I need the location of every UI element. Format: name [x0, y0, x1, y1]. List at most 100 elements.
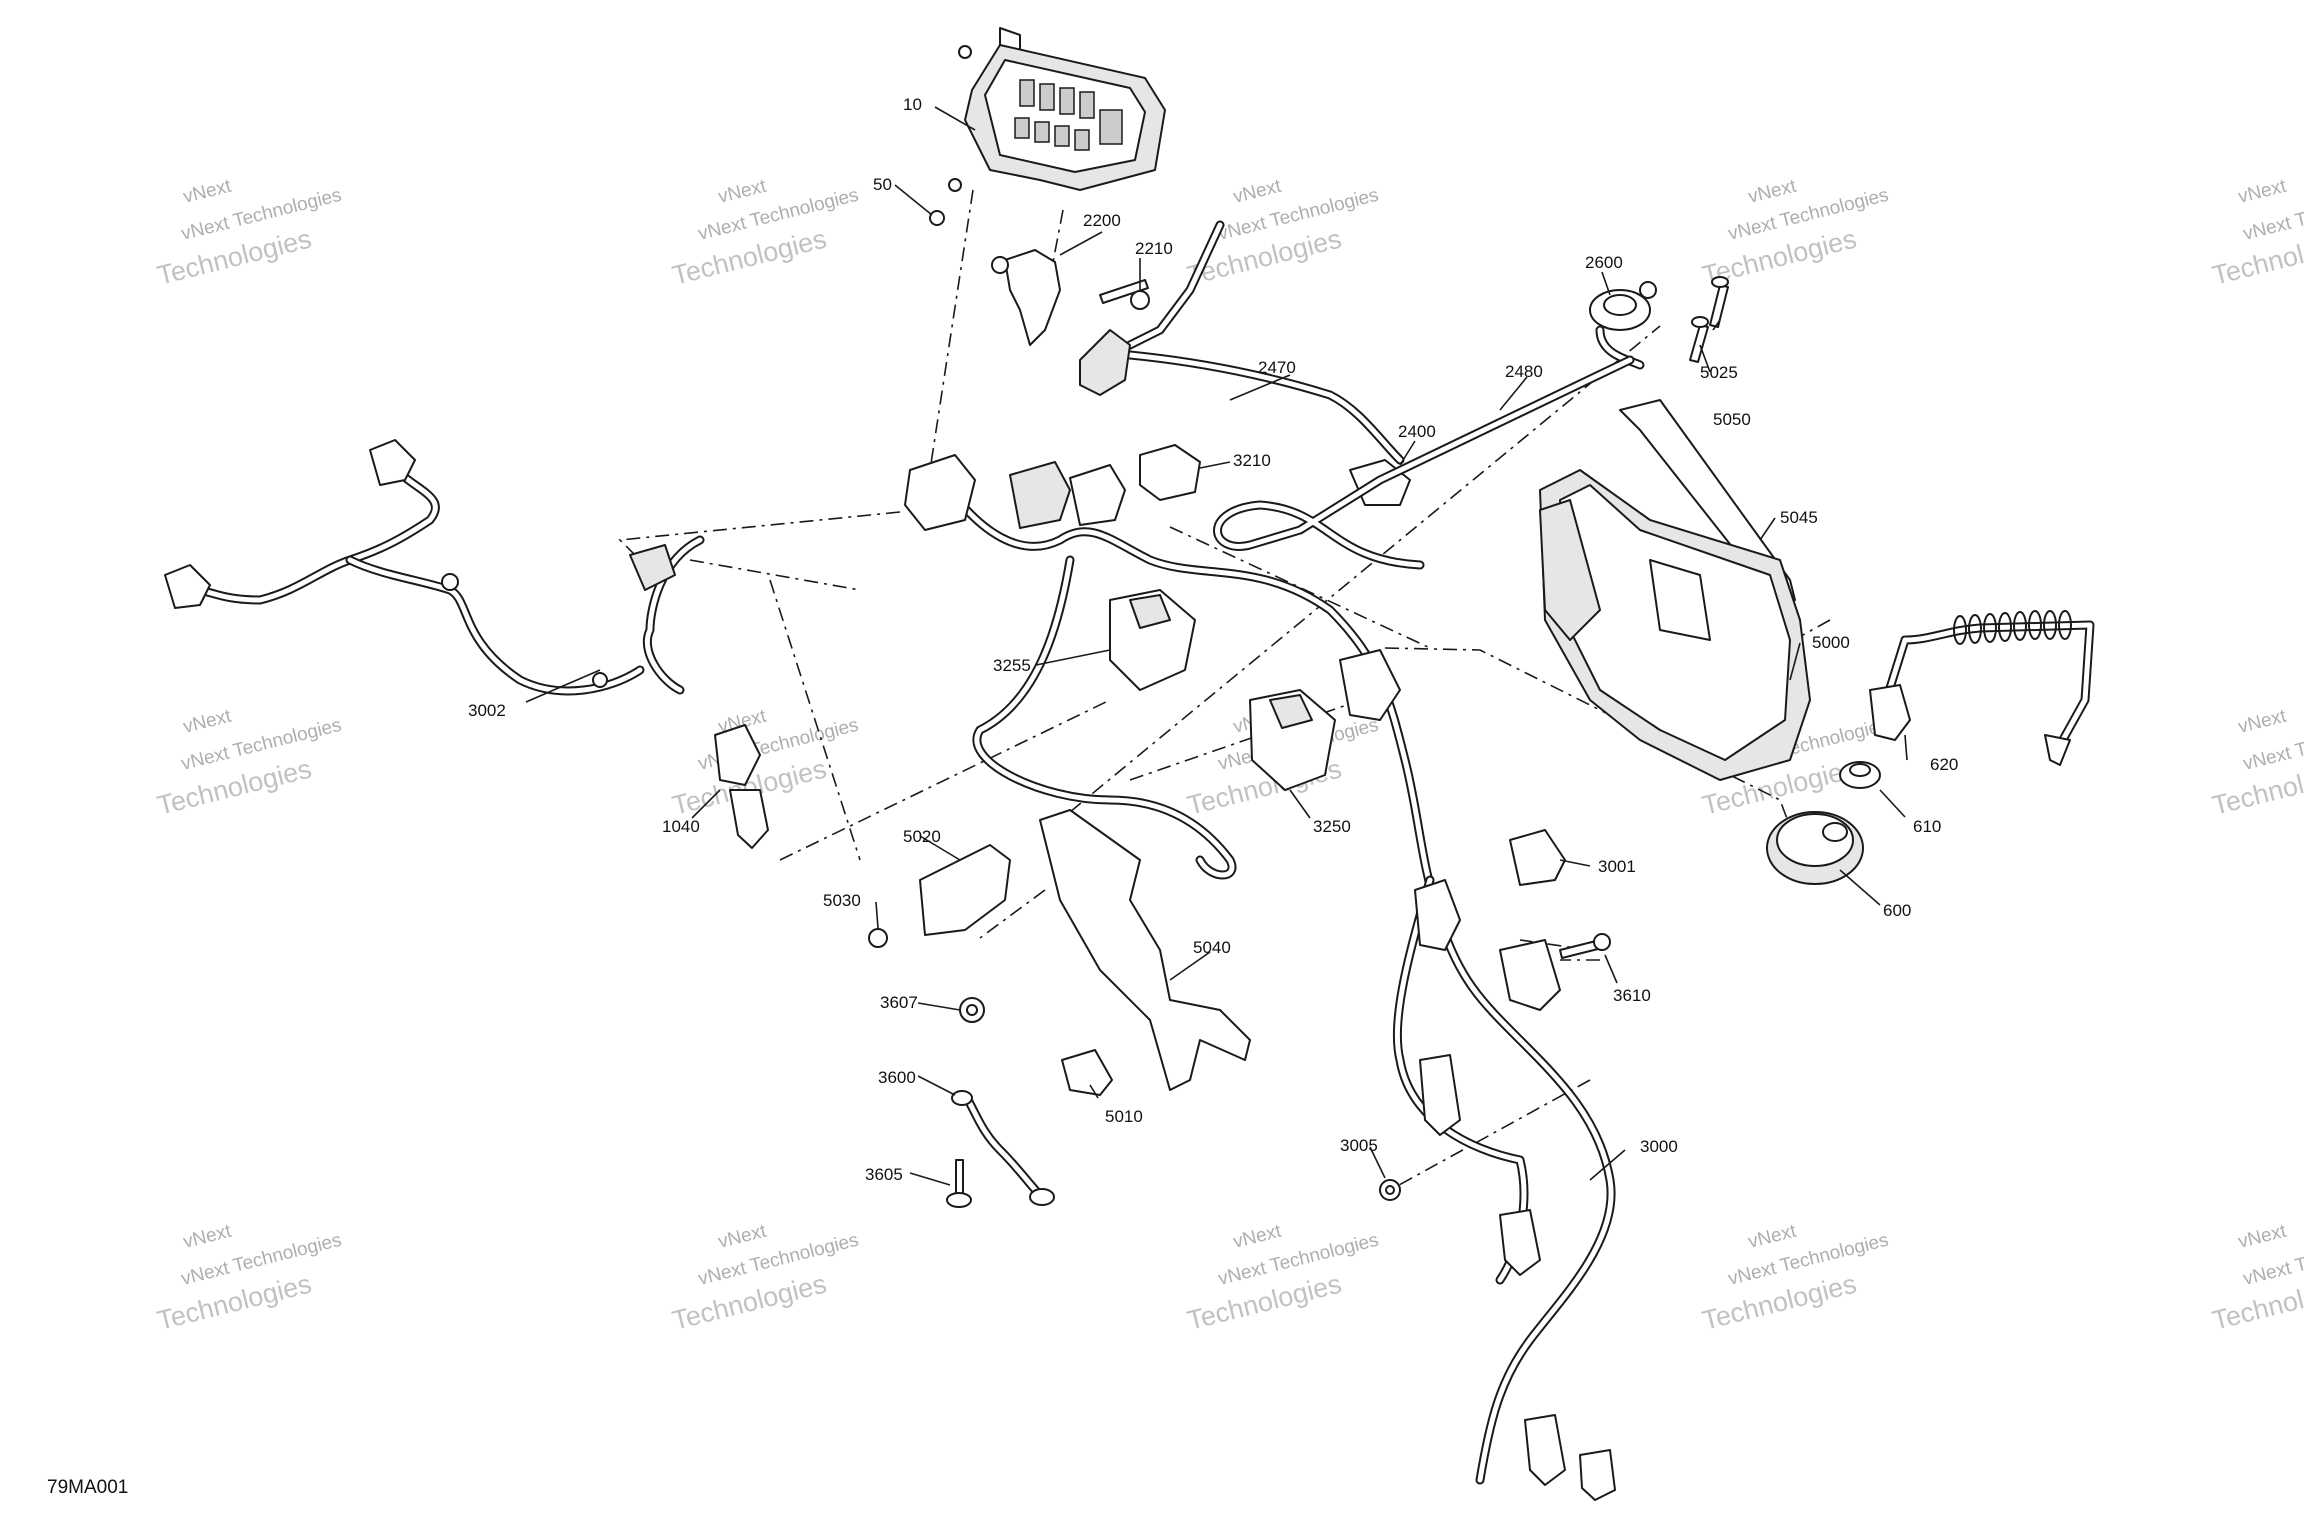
callout-3600: 3600	[878, 1068, 916, 1087]
part-610-cap[interactable]	[1839, 761, 1881, 789]
part-5025-screw[interactable]	[1709, 276, 1729, 328]
watermark-line3: Technologies	[154, 224, 314, 291]
callout-2400: 2400	[1398, 422, 1436, 441]
callout-610: 610	[1913, 817, 1941, 836]
watermark: vNext vNext Technologies Technologies	[669, 1221, 861, 1336]
part-2210-screw[interactable]	[1099, 279, 1150, 310]
watermark-line3: Technologies	[1699, 1269, 1859, 1336]
callout-2480: 2480	[1505, 362, 1543, 381]
part-3000-main-harness[interactable]	[904, 454, 1616, 1501]
watermark-line1: vNext	[1746, 1221, 1799, 1253]
watermark: vNext vNext Technologies Technologies	[669, 176, 861, 291]
callout-620: 620	[1930, 755, 1958, 774]
callout-5045: 5045	[1780, 508, 1818, 527]
watermark-line1: vNext	[2236, 706, 2289, 738]
watermark: vNext vNext Technologies Technologies	[1699, 1221, 1891, 1336]
callout-3250: 3250	[1313, 817, 1351, 836]
part-5030-nut[interactable]	[868, 928, 888, 948]
watermark-line1: vNext	[181, 176, 234, 208]
callout-600: 600	[1883, 901, 1911, 920]
callout-3000: 3000	[1640, 1137, 1678, 1156]
watermark: vNext vNext Technologies Technologies	[669, 706, 861, 821]
watermark-line1: vNext	[181, 1221, 234, 1253]
callout-3002: 3002	[468, 701, 506, 720]
part-5020-bracket[interactable]	[919, 844, 1011, 936]
watermark-line3: Technologies	[669, 224, 829, 291]
part-600-knob[interactable]	[1766, 811, 1864, 885]
watermark-line1: vNext	[1746, 176, 1799, 208]
callout-10: 10	[903, 95, 922, 114]
watermark-line1: vNext	[716, 1221, 769, 1253]
callout-2200: 2200	[1083, 211, 1121, 230]
watermark-line1: vNext	[2236, 176, 2289, 208]
part-3005-nut[interactable]	[1379, 1179, 1401, 1201]
assembly-line	[1069, 325, 1661, 813]
part-3610-bolt[interactable]	[1559, 933, 1611, 959]
callout-2470: 2470	[1258, 358, 1296, 377]
callout-3605: 3605	[865, 1165, 903, 1184]
part-3250-switch[interactable]	[1249, 689, 1336, 791]
watermark-layer: vNext vNext Technologies Technologies vN…	[154, 176, 2304, 1336]
watermark: vNext vNext Technologies Technologies	[1184, 1221, 1381, 1336]
part-3001-cover[interactable]	[1509, 829, 1566, 886]
part-3605-bolt[interactable]	[946, 1159, 972, 1208]
watermark-line3: Technologies	[669, 1269, 829, 1336]
callout-3210: 3210	[1233, 451, 1271, 470]
callout-5050: 5050	[1713, 410, 1751, 429]
watermark-line3: Technologies	[154, 1269, 314, 1336]
assembly-line	[689, 559, 861, 591]
part-3210-connector[interactable]	[1139, 444, 1201, 501]
watermark-line1: vNext	[2236, 1221, 2289, 1253]
part-1040-sensor[interactable]	[629, 535, 769, 849]
callout-3005: 3005	[1340, 1136, 1378, 1155]
part-2600-switch[interactable]	[1589, 281, 1657, 370]
part-3607-nut[interactable]	[959, 997, 985, 1023]
callout-2600: 2600	[1585, 253, 1623, 272]
part-5010-clip[interactable]	[1061, 1049, 1113, 1096]
callout-5040: 5040	[1193, 938, 1231, 957]
part-620-coil-cord[interactable]	[1869, 610, 2095, 766]
part-3255-switch[interactable]	[1109, 589, 1196, 691]
part-2480-harness[interactable]	[1213, 355, 1635, 570]
assembly-line	[979, 889, 1046, 939]
watermark-line1: vNext	[181, 706, 234, 738]
watermark: vNext vNext Technologies Technologies	[1699, 176, 1891, 291]
watermark: vNext vNext Technologies Technologies	[2209, 176, 2304, 291]
assembly-line	[779, 699, 1111, 861]
callout-5020: 5020	[903, 827, 941, 846]
watermark-line1: vNext	[716, 176, 769, 208]
callout-3001: 3001	[1598, 857, 1636, 876]
watermark: vNext vNext Technologies Technologies	[154, 176, 344, 291]
callout-5010: 5010	[1105, 1107, 1143, 1126]
assembly-line	[769, 579, 861, 861]
callout-5000: 5000	[1812, 633, 1850, 652]
assembly-line	[929, 189, 974, 471]
watermark: vNext vNext Technologies Technologies	[2209, 1221, 2304, 1336]
part-50-screw[interactable]	[929, 45, 972, 226]
watermark: vNext vNext Technologies Technologies	[154, 706, 344, 821]
part-5040-bracket[interactable]	[1039, 809, 1251, 1091]
callout-1040: 1040	[662, 817, 700, 836]
watermark-line1: vNext	[1231, 1221, 1284, 1253]
assembly-line	[1169, 526, 1431, 649]
part-5050-screw[interactable]	[1689, 316, 1709, 363]
callout-5030: 5030	[823, 891, 861, 910]
assembly-line	[1389, 1079, 1591, 1191]
figure-id: 79MA001	[47, 1477, 128, 1498]
callout-3610: 3610	[1613, 986, 1651, 1005]
part-3600-ground-strap[interactable]	[951, 1090, 1055, 1206]
part-2470-speed-sensor[interactable]	[1079, 220, 1405, 465]
watermark: vNext vNext Technologies Technologies	[2209, 706, 2304, 821]
part-10-fuse-box[interactable]	[964, 27, 1166, 191]
part-3002-harness[interactable]	[164, 439, 645, 696]
callout-5025: 5025	[1700, 363, 1738, 382]
leader-lines	[525, 106, 1908, 1186]
callouts: 10 50 2200 2210 2470 2400 3210 2600 2480…	[468, 95, 1958, 1184]
part-2200-sensor[interactable]	[991, 249, 1061, 346]
watermark: vNext vNext Technologies Technologies	[154, 1221, 344, 1336]
part-5000-ecu[interactable]	[1539, 469, 1811, 781]
watermark-line1: vNext	[1231, 176, 1284, 208]
callout-3607: 3607	[880, 993, 918, 1012]
callout-3255: 3255	[993, 656, 1031, 675]
